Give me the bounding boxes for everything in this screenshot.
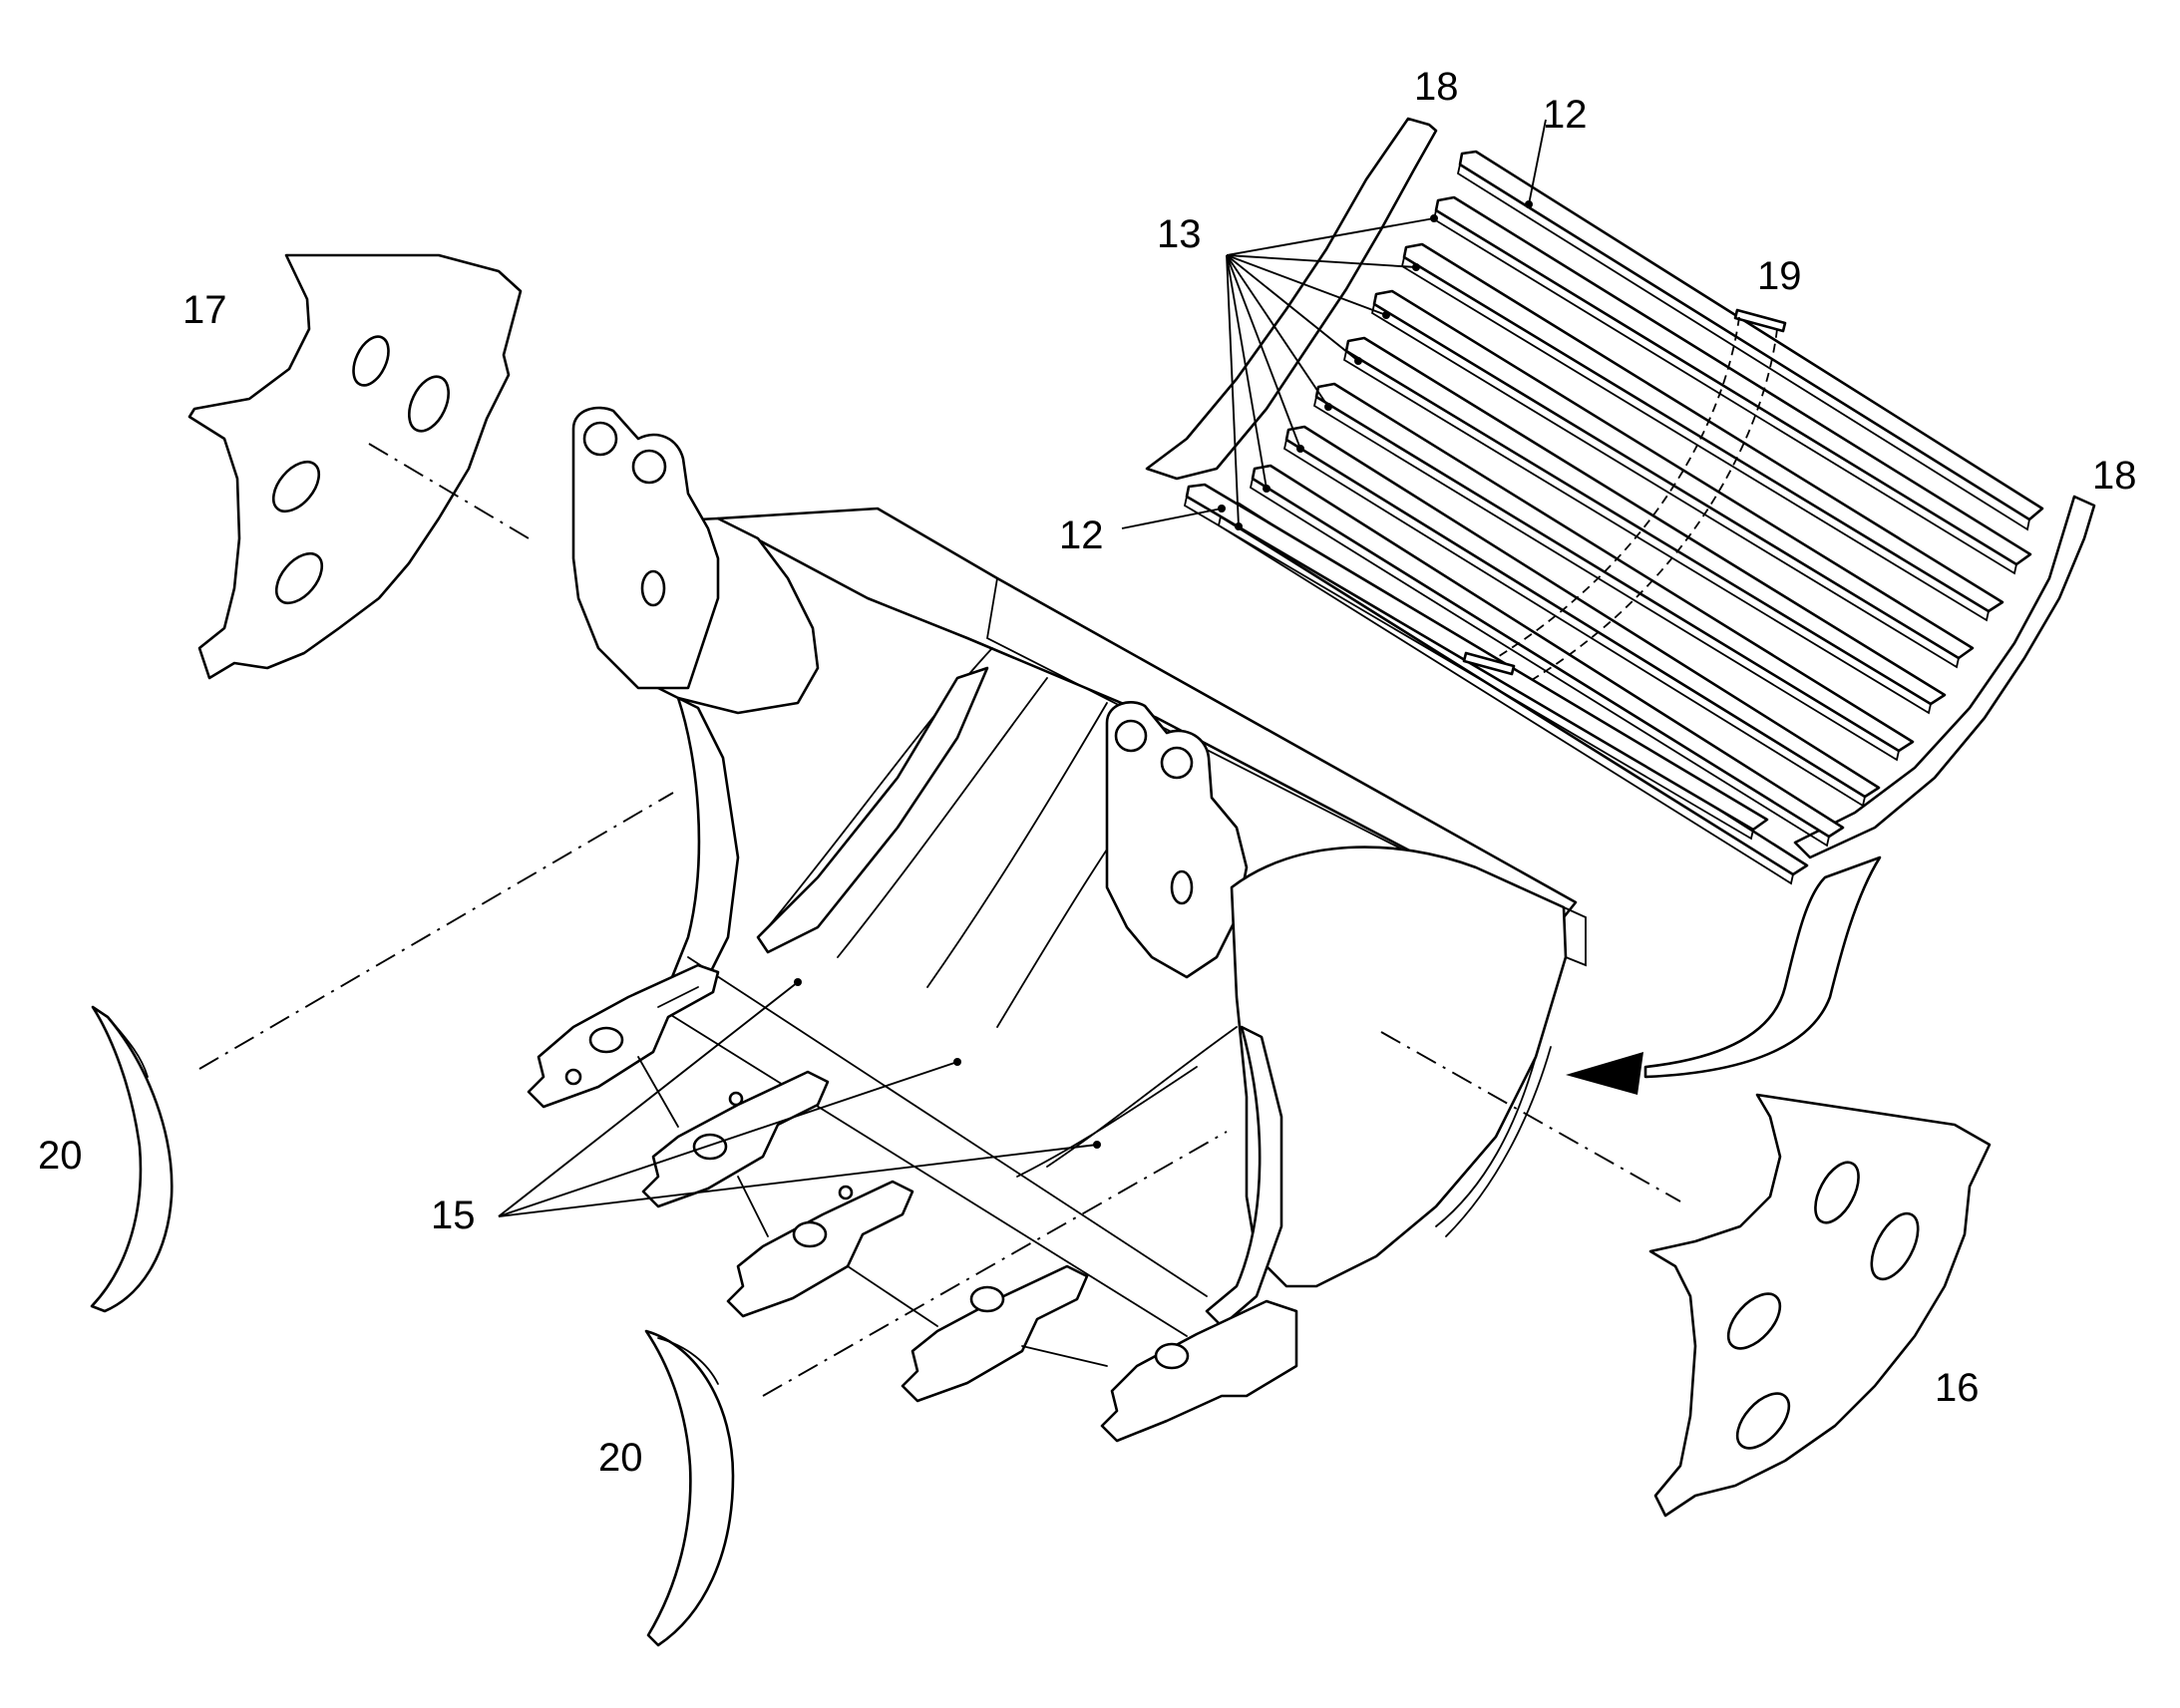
wear-strip-assembly — [1145, 117, 2096, 885]
label-20-left: 20 — [38, 1134, 83, 1178]
label-12-top: 12 — [1543, 93, 1588, 137]
bucket-body — [571, 406, 1587, 1337]
tooth-adapters — [527, 963, 1298, 1443]
label-13: 13 — [1157, 212, 1202, 256]
side-cutter-bottom — [644, 1329, 735, 1647]
label-12-bottom: 12 — [1059, 513, 1104, 557]
center-bar — [1495, 316, 1740, 659]
label-16: 16 — [1935, 1366, 1980, 1410]
label-18-top: 18 — [1414, 65, 1459, 109]
label-15: 15 — [431, 1194, 476, 1237]
curved-rail-right — [1793, 495, 2096, 859]
label-19: 19 — [1757, 254, 1802, 298]
side-plate-right — [1648, 1093, 1992, 1518]
label-20-bottom: 20 — [598, 1436, 643, 1480]
curved-rail-top — [1145, 117, 1438, 481]
center-lines — [198, 443, 1681, 1397]
label-18-right: 18 — [2092, 454, 2137, 498]
leader-lines — [498, 119, 1547, 1217]
wear-strip-top — [1458, 150, 2044, 521]
side-plate-left — [187, 253, 523, 680]
side-cutter-left — [90, 1005, 174, 1313]
label-17: 17 — [182, 288, 227, 332]
assembly-arrow — [1566, 855, 1882, 1095]
reference-numerals: 18 12 13 19 17 18 12 20 15 16 20 — [38, 65, 2137, 1480]
